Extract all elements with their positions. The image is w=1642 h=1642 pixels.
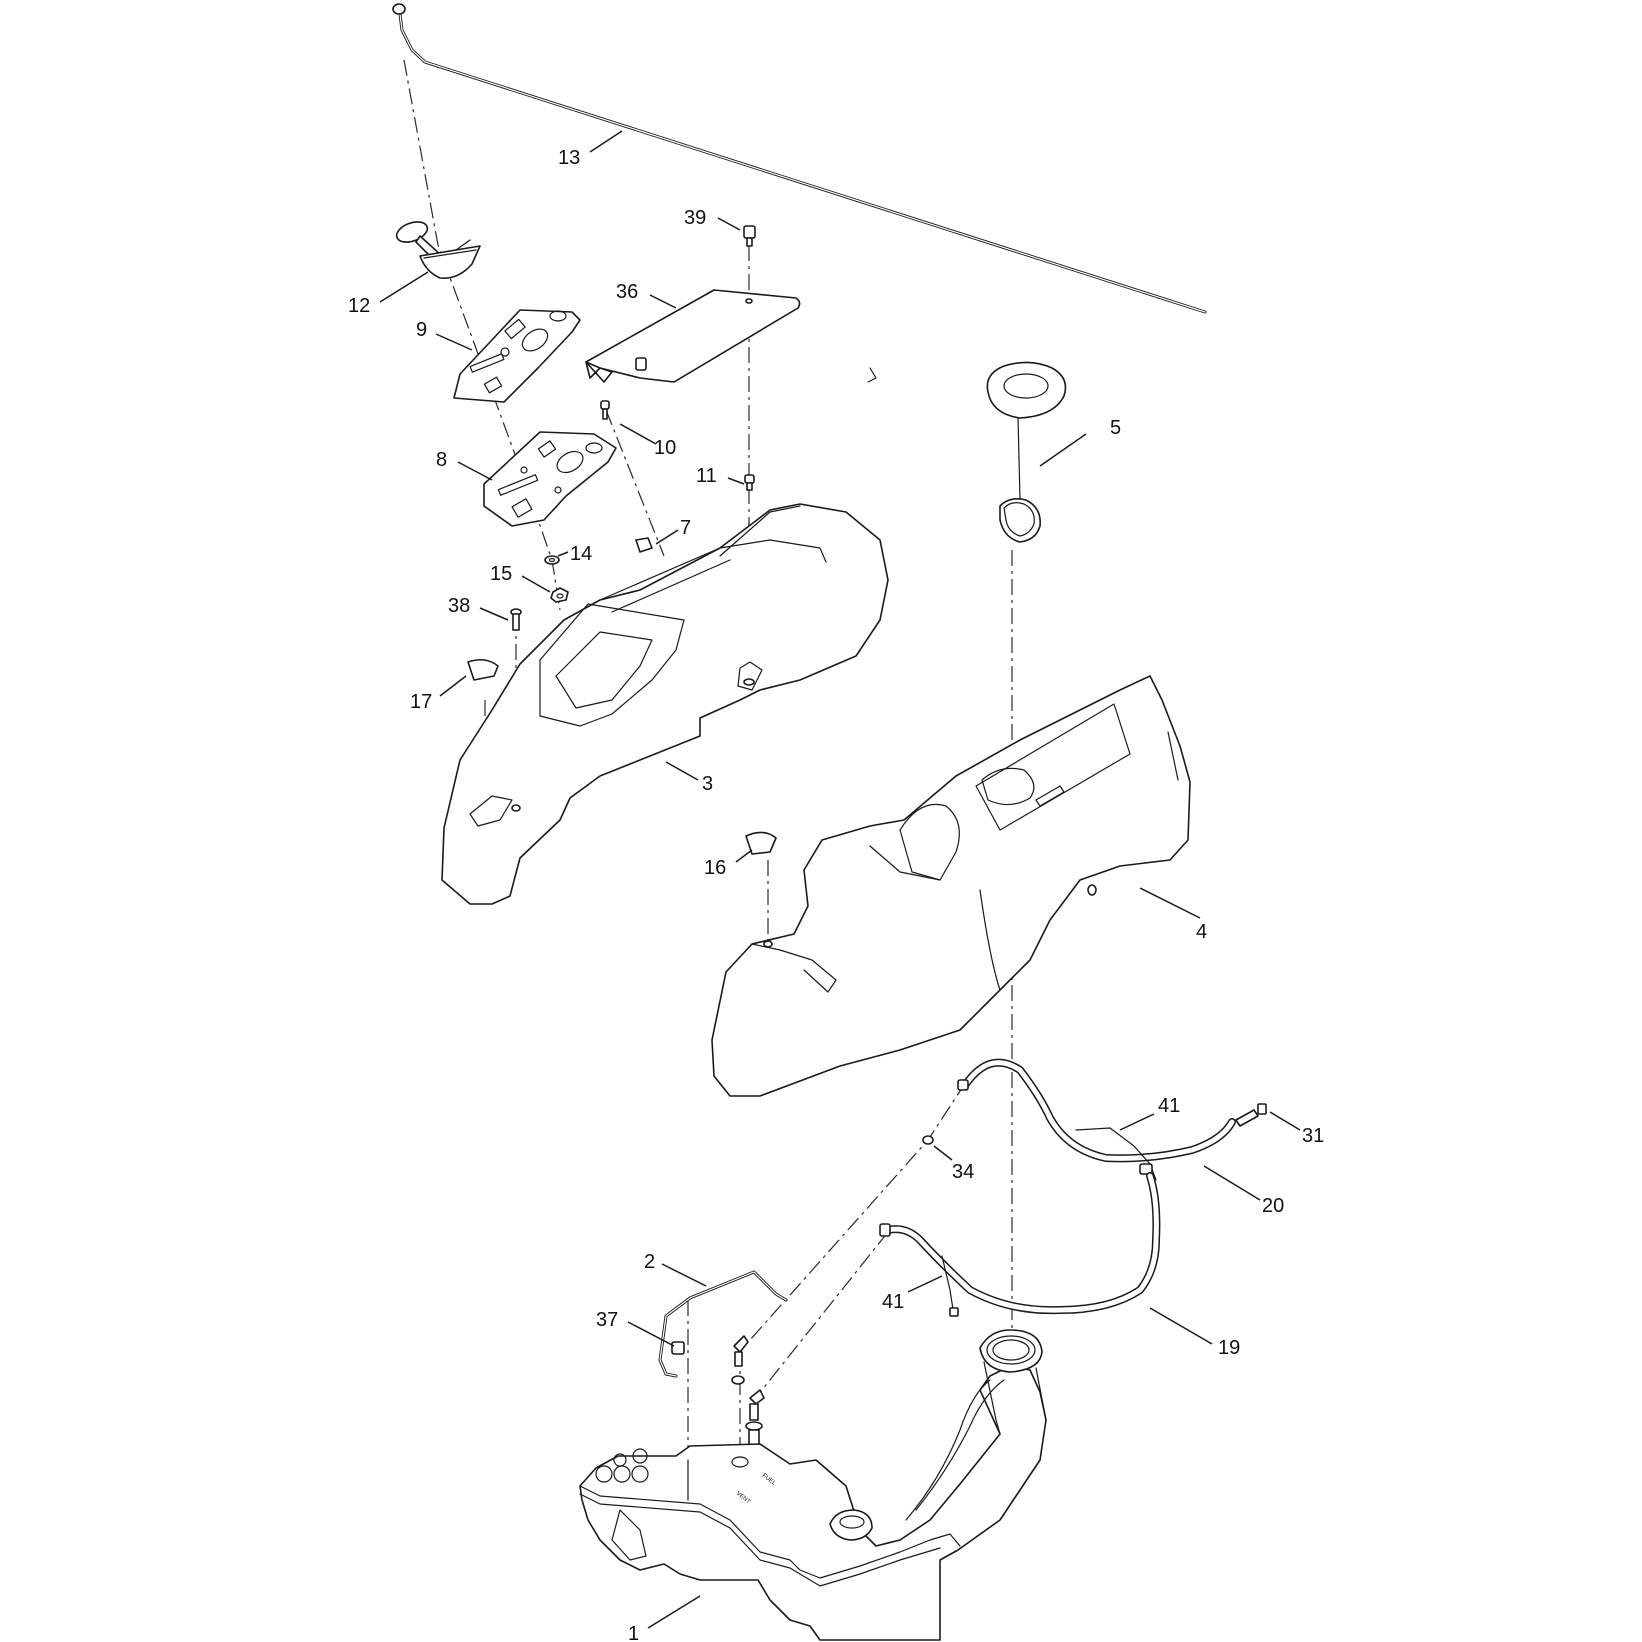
part-15-nut xyxy=(550,587,569,603)
callout-20: 20 xyxy=(1262,1195,1284,1217)
callout-labels: 13 39 12 36 9 5 10 8 11 7 14 15 38 17 3 … xyxy=(348,147,1324,1642)
callout-14: 14 xyxy=(570,543,592,565)
callout-12: 12 xyxy=(348,295,370,317)
callout-41-lower: 41 xyxy=(882,1291,904,1313)
part-38-bolt xyxy=(510,608,522,631)
callout-1: 1 xyxy=(628,1623,639,1642)
part-34-hose-clamp xyxy=(922,1135,934,1145)
leader-lines xyxy=(379,130,1301,1629)
callout-5: 5 xyxy=(1110,417,1121,439)
callout-38: 38 xyxy=(448,595,470,617)
part-16-bumper-pad xyxy=(745,831,777,855)
part-3-console-housing xyxy=(441,503,889,905)
callout-7: 7 xyxy=(680,517,691,539)
part-11-screw xyxy=(744,474,755,491)
part-5-fuel-cap xyxy=(986,361,1067,543)
part-36-cover-plate xyxy=(585,289,877,383)
part-10-screw xyxy=(600,400,610,420)
callout-2: 2 xyxy=(644,1251,655,1273)
callout-36: 36 xyxy=(616,281,638,303)
callout-15: 15 xyxy=(490,563,512,585)
callout-13: 13 xyxy=(558,147,580,169)
part-39-screw xyxy=(743,225,756,247)
callout-34: 34 xyxy=(952,1161,974,1183)
callout-3: 3 xyxy=(702,773,713,795)
callout-39: 39 xyxy=(684,207,706,229)
callout-4: 4 xyxy=(1196,921,1207,943)
part-14-washer xyxy=(544,555,560,565)
part-13-control-rod xyxy=(392,3,1207,314)
part-8-control-plate xyxy=(483,431,617,527)
part-17-bumper-pad xyxy=(467,658,499,681)
part-31-fitting xyxy=(1235,1103,1267,1127)
callout-31: 31 xyxy=(1302,1125,1324,1147)
part-41-strap-lower xyxy=(941,1255,959,1317)
callout-8: 8 xyxy=(436,449,447,471)
callout-19: 19 xyxy=(1218,1337,1240,1359)
part-9-decal xyxy=(453,309,581,403)
part-20-fuel-hose xyxy=(957,1058,1236,1163)
part-41-strap-upper xyxy=(1075,1127,1157,1181)
callout-9: 9 xyxy=(416,319,427,341)
tank-fittings xyxy=(731,1335,765,1461)
part-19-fuel-hose xyxy=(879,1172,1161,1315)
part-12-choke-lever xyxy=(395,221,481,280)
callout-41-upper: 41 xyxy=(1158,1095,1180,1117)
callout-10: 10 xyxy=(654,437,676,459)
part-2-vent-line xyxy=(658,1270,788,1378)
part-4-body-shroud xyxy=(711,675,1191,1097)
callout-17: 17 xyxy=(410,691,432,713)
part-1-fuel-tank: FUEL VENT xyxy=(579,1329,1047,1641)
callout-16: 16 xyxy=(704,857,726,879)
callout-11: 11 xyxy=(696,465,717,487)
callout-37: 37 xyxy=(596,1309,618,1331)
part-37-clamp xyxy=(671,1341,685,1355)
part-7-clip xyxy=(635,537,653,553)
